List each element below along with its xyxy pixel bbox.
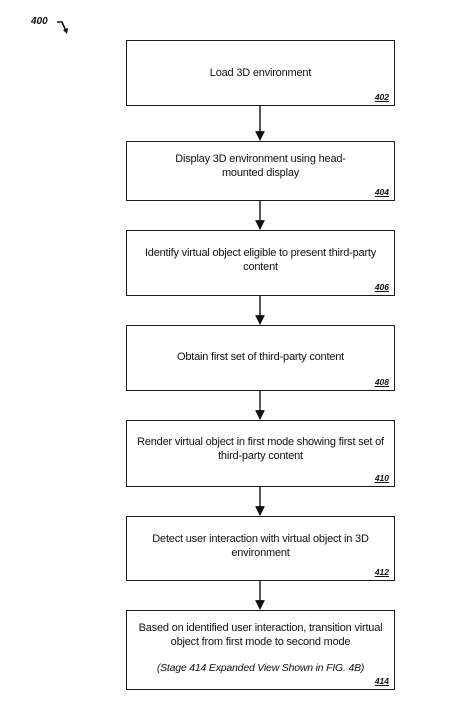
step-414-number: 414 — [374, 676, 389, 686]
step-406-box: Identify virtual object eligible to pres… — [126, 230, 395, 296]
step-402-box: Load 3D environment 402 — [126, 40, 395, 106]
step-402-text: Load 3D environment — [209, 67, 312, 79]
reference-arrow-icon — [57, 21, 68, 34]
figure-reference: 400 — [31, 16, 48, 27]
step-408-box: Obtain first set of third-party content … — [126, 325, 395, 391]
step-412-number: 412 — [374, 567, 389, 577]
step-412-text: Detect user interaction with virtual obj… — [152, 533, 369, 559]
step-412-box: Detect user interaction with virtual obj… — [126, 516, 395, 581]
step-404-box: Display 3D environment using head-mounte… — [126, 141, 395, 201]
step-414-note: (Stage 414 Expanded View Shown in FIG. 4… — [156, 662, 365, 674]
step-408-number: 408 — [374, 377, 389, 387]
step-408-text: Obtain first set of third-party content — [176, 351, 345, 363]
step-406-text: Identify virtual object eligible to pres… — [144, 247, 377, 273]
step-406-number: 406 — [374, 282, 389, 292]
step-414-box: Based on identified user interaction, tr… — [126, 610, 395, 690]
step-402-number: 402 — [374, 92, 389, 102]
step-410-text: Render virtual object in first mode show… — [137, 436, 384, 462]
step-404-text: Display 3D environment using head-mounte… — [175, 153, 346, 179]
step-410-number: 410 — [374, 473, 389, 483]
step-404-number: 404 — [374, 187, 389, 197]
step-414-text: Based on identified user interaction, tr… — [138, 622, 383, 648]
step-410-box: Render virtual object in first mode show… — [126, 420, 395, 487]
